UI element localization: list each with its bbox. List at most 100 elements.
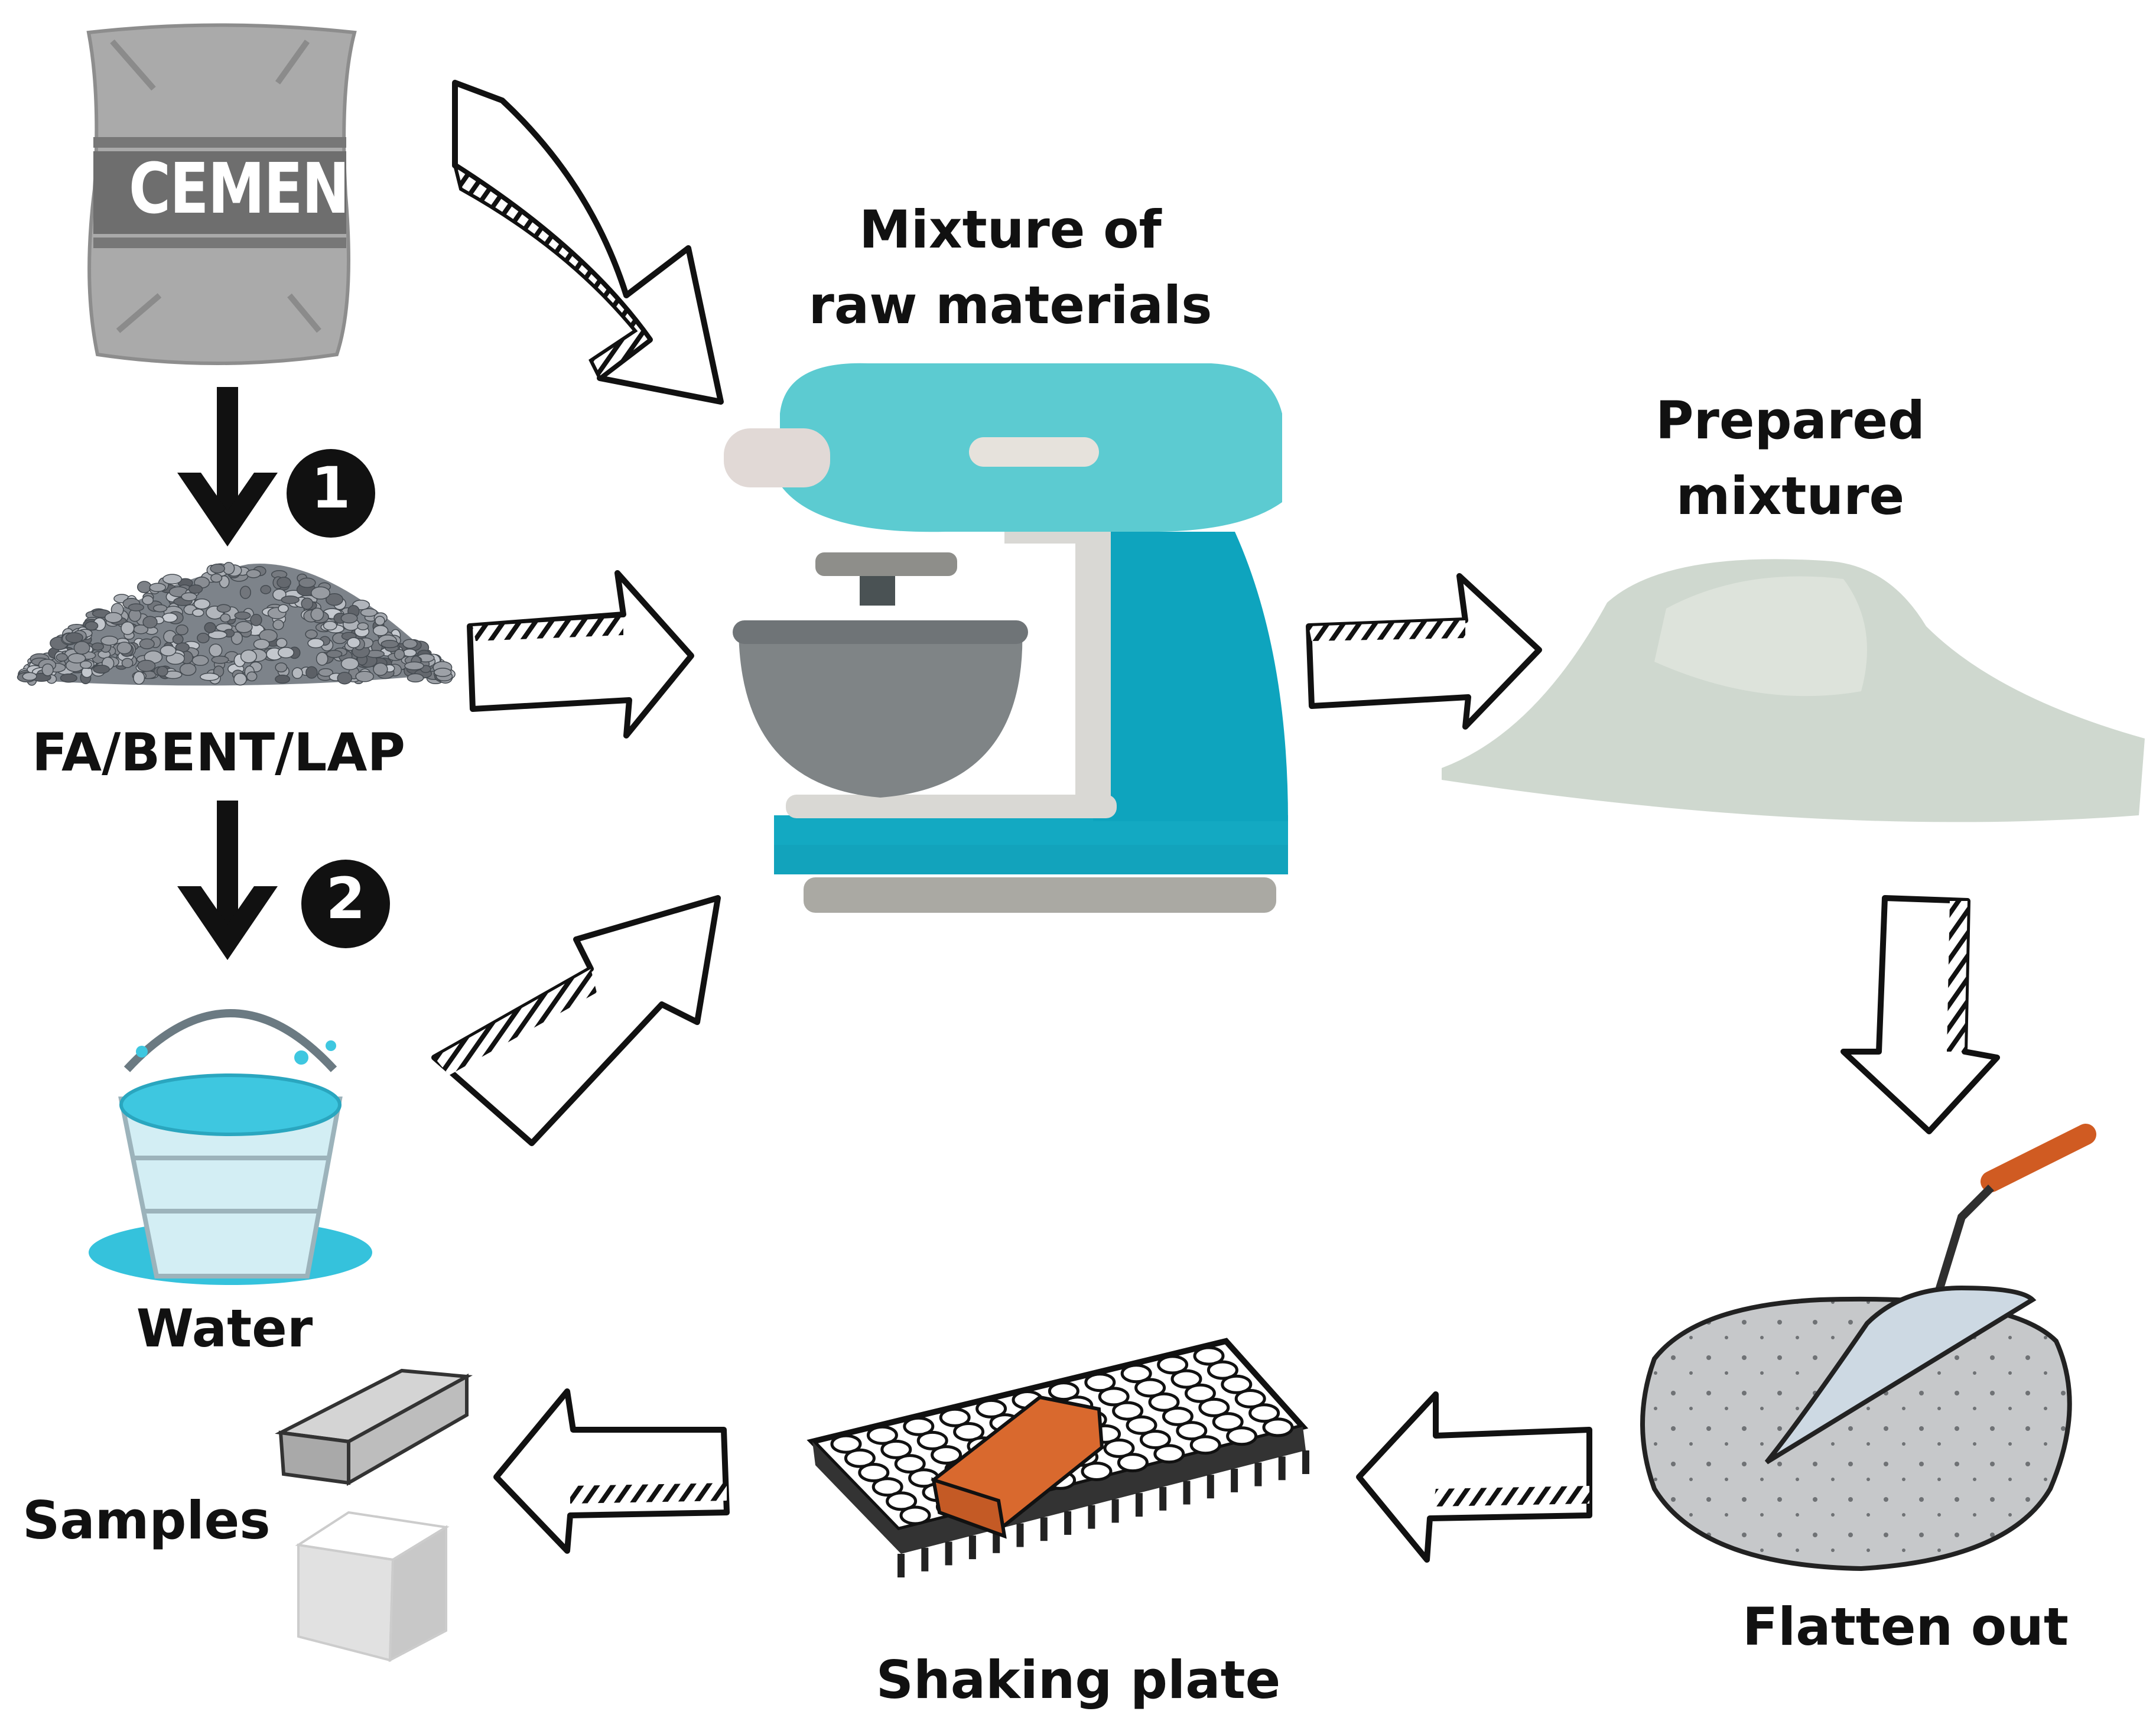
- gravel-pile-icon: [17, 562, 456, 686]
- gravel-stone: [204, 622, 216, 633]
- step-2-badge: [301, 860, 390, 948]
- gravel-stone: [360, 608, 378, 617]
- gravel-stone: [116, 642, 132, 655]
- plate-hole: [931, 1445, 962, 1465]
- plate-hole: [1212, 1412, 1244, 1432]
- mixture-label: Mixture of raw materials: [808, 192, 1212, 343]
- gravel-stone: [235, 621, 253, 633]
- arrow-down-2: [177, 801, 278, 960]
- plate-hole: [1262, 1417, 1294, 1437]
- mixture-label-line2: raw materials: [808, 274, 1212, 336]
- plate-hole: [1162, 1406, 1194, 1426]
- plate-foot: [1207, 1475, 1214, 1499]
- gravel-stone: [91, 642, 105, 651]
- flatten-out-label: Flatten out: [1742, 1596, 2069, 1657]
- plate-hole: [1189, 1435, 1221, 1455]
- gravel-stone: [220, 613, 231, 623]
- plate-hole: [1221, 1374, 1253, 1394]
- concrete-pad-icon: [1640, 1296, 2072, 1572]
- sample-block-icon: [275, 1368, 473, 1486]
- plate-hole: [1148, 1392, 1180, 1412]
- gravel-stone: [340, 613, 358, 624]
- gravel-stone: [305, 666, 318, 679]
- step-1-number: 1: [311, 455, 351, 521]
- plate-hole: [886, 1491, 918, 1511]
- plate-hole: [916, 1430, 948, 1450]
- gravel-stone: [208, 630, 227, 639]
- gravel-stone: [394, 649, 405, 660]
- gravel-stone: [246, 671, 258, 682]
- arrow-prepared-to-flatten: [1840, 895, 2000, 1134]
- gravel-stone: [216, 604, 231, 613]
- gravel-stone: [246, 569, 261, 578]
- gravel-stone: [301, 597, 314, 610]
- gravel-stone: [139, 638, 155, 649]
- gravel-stone: [316, 652, 329, 666]
- plate-hole: [1120, 1364, 1152, 1384]
- gravel-stone: [357, 622, 369, 630]
- samples-label: Samples: [22, 1490, 271, 1551]
- gravel-stone: [22, 672, 37, 681]
- gravel-stone: [191, 655, 209, 666]
- gravel-stone: [281, 596, 300, 604]
- prepared-mixture-label: Prepared mixture: [1656, 383, 1925, 533]
- prepared-label-line2: mixture: [1676, 465, 1905, 526]
- plate-foot: [1254, 1462, 1262, 1486]
- gravel-stone: [407, 673, 424, 683]
- arrow-water-to-mixer: [431, 895, 721, 1146]
- gravel-stone: [136, 581, 152, 593]
- gravel-stone: [200, 672, 220, 681]
- gravel-stone: [172, 634, 184, 645]
- plate-hole: [880, 1439, 912, 1459]
- plate-hole: [1139, 1430, 1171, 1449]
- arrow-flatten-to-plate: [1356, 1391, 1592, 1563]
- gravel-stone: [278, 646, 294, 659]
- gravel-stone: [277, 577, 291, 588]
- gravel-stone: [307, 638, 324, 649]
- gravel-stone: [41, 663, 54, 676]
- brick-sample-icon: [931, 1395, 1104, 1539]
- plate-foot: [1040, 1517, 1048, 1541]
- gravel-stone: [56, 653, 68, 662]
- plate-hole: [1117, 1453, 1149, 1473]
- arrow-gravel-to-mixer: [467, 570, 694, 739]
- plate-foot: [945, 1541, 952, 1566]
- plate-hole: [1048, 1381, 1079, 1401]
- gravel-stone: [80, 660, 92, 669]
- gravel-stone: [162, 612, 178, 623]
- gravel-stone: [275, 637, 288, 648]
- gravel-stone: [310, 607, 324, 622]
- gravel-stone: [121, 621, 135, 635]
- gravel-stone: [298, 577, 316, 588]
- gravel-stone: [275, 662, 288, 673]
- gravel-stone: [291, 667, 303, 679]
- plate-foot: [1016, 1523, 1024, 1547]
- gravel-stone: [209, 643, 223, 658]
- gravel-stone: [210, 573, 223, 583]
- plate-hole: [939, 1407, 971, 1427]
- plate-foot: [1064, 1511, 1072, 1535]
- stand-mixer-icon: [724, 363, 1288, 913]
- trowel-icon: [1764, 1124, 2096, 1465]
- gravel-stone: [404, 661, 424, 671]
- gravel-stone: [188, 584, 203, 594]
- gravel-stone: [137, 659, 156, 672]
- gravel-stone: [84, 621, 99, 631]
- gravel-stone: [93, 665, 110, 674]
- plate-hole: [871, 1477, 903, 1497]
- plate-hole: [1207, 1360, 1238, 1380]
- shaking-plate-label: Shaking plate: [876, 1650, 1281, 1710]
- plate-hole: [1198, 1397, 1230, 1417]
- gravel-stone: [149, 583, 167, 593]
- step-2-number: 2: [326, 866, 366, 932]
- gravel-stone: [326, 649, 343, 658]
- water-bucket-icon: [89, 1009, 372, 1285]
- plate-hole: [953, 1422, 985, 1442]
- plate-hole: [844, 1448, 876, 1468]
- gravel-stone: [375, 616, 385, 626]
- gravel-stone: [272, 619, 284, 630]
- gravel-stone: [275, 674, 291, 684]
- gravel-stone: [278, 604, 289, 613]
- plate-foot: [1183, 1481, 1191, 1505]
